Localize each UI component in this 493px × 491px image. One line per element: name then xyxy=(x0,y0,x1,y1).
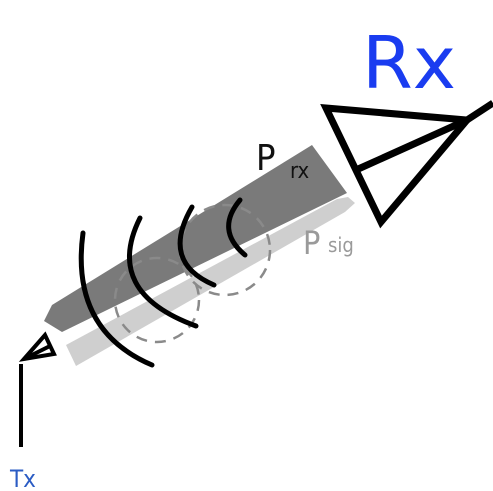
dashed-circle-small xyxy=(113,256,201,344)
wavefront-4 xyxy=(78,230,155,368)
rx-antenna-feed xyxy=(354,116,469,174)
rx-antenna-mast xyxy=(465,100,493,123)
rx-antenna-horn xyxy=(320,103,475,229)
p-rx-label-sub: rx xyxy=(290,159,310,184)
tx-antenna-feed xyxy=(23,344,51,361)
wavefront-1 xyxy=(226,197,248,258)
tx-label: Tx xyxy=(9,465,36,491)
rx-antenna xyxy=(320,100,493,229)
wavefronts xyxy=(78,197,248,368)
wavefront-2 xyxy=(177,204,217,288)
wavefront-3 xyxy=(127,215,199,329)
rx-label: Rx xyxy=(362,21,456,105)
p-sig-label-main: P xyxy=(303,224,320,262)
tx-antenna xyxy=(18,331,57,447)
tx-antenna-horn xyxy=(18,331,57,362)
p-rx-label-main: P xyxy=(256,138,276,179)
p-sig-label-sub: sig xyxy=(328,233,354,257)
p-rx-arrow xyxy=(44,145,347,332)
